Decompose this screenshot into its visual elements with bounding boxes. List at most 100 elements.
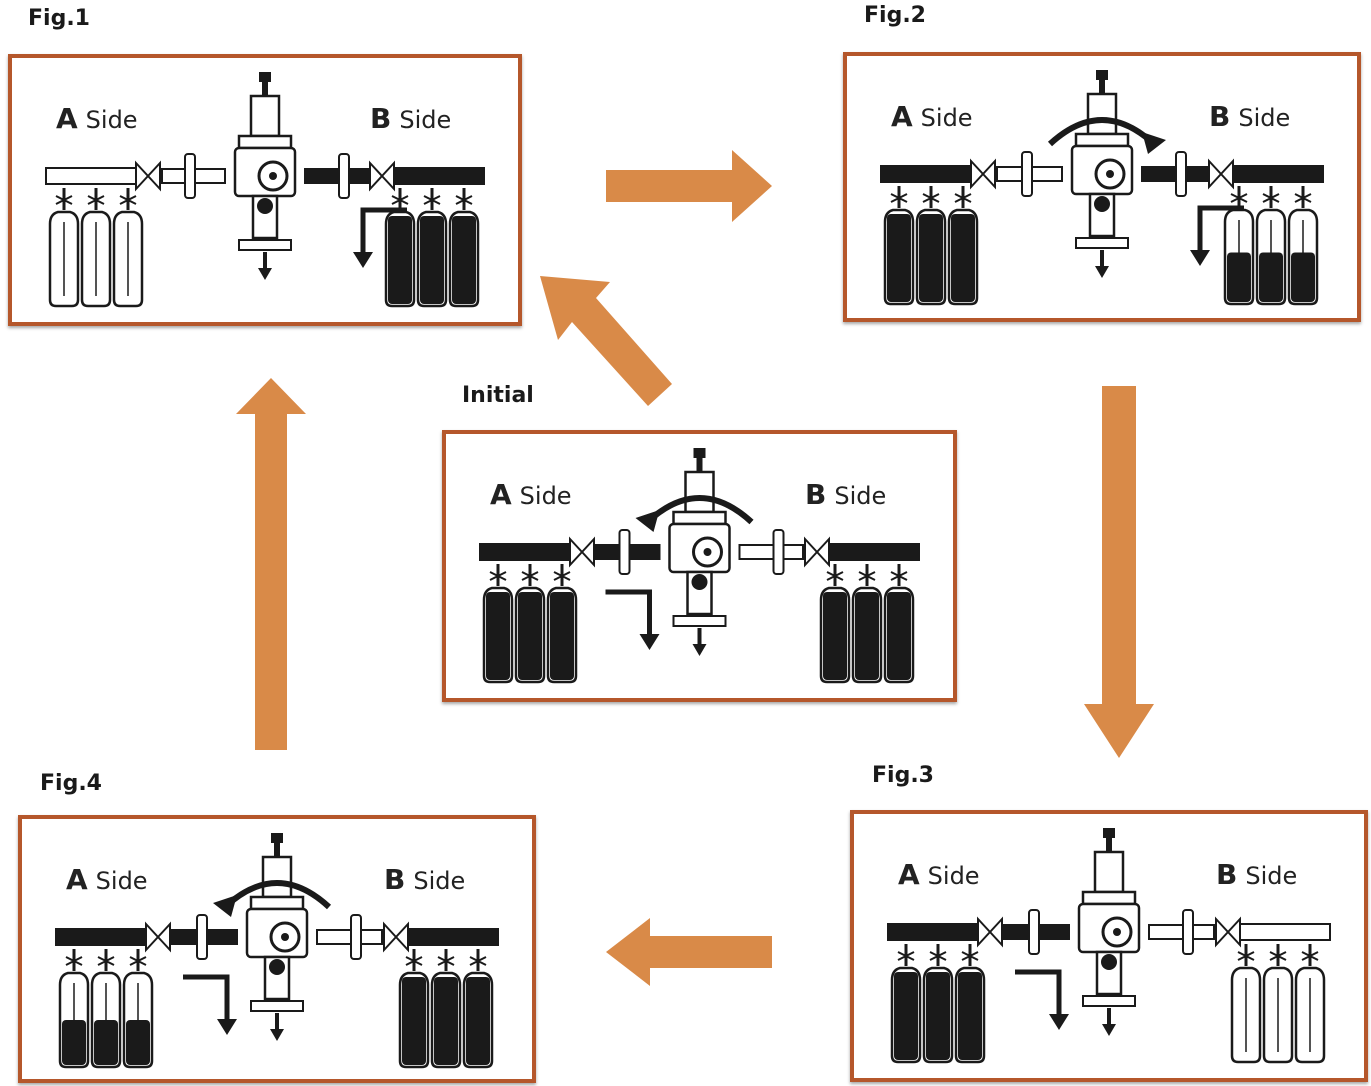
cylinder-a-3	[122, 949, 154, 1069]
flow-path	[1015, 969, 1062, 1018]
flange-b	[338, 153, 350, 199]
regulator-collar	[1074, 132, 1130, 148]
manifold-b-header	[1239, 923, 1331, 941]
manifold-b-header	[407, 928, 499, 946]
manifold-b-header	[1232, 165, 1324, 183]
cylinder-valve	[897, 951, 915, 961]
pipe-b-side	[1148, 924, 1215, 940]
outlet-flange	[1082, 995, 1136, 1007]
regulator-knob	[259, 72, 271, 82]
regulator-collar	[672, 510, 727, 526]
cylinder-valve	[469, 956, 487, 966]
regulator-spindle	[274, 843, 280, 857]
flange-a	[184, 153, 196, 199]
cylinder-valve	[521, 571, 539, 581]
regulator-spindle	[696, 458, 703, 472]
outlet-arrow-head	[258, 268, 272, 280]
arrow-fig3-to-fig4	[606, 918, 772, 986]
cylinder-a-2	[90, 949, 122, 1069]
arrow-fig4-to-fig1	[236, 378, 306, 750]
flow-direction-icon	[1190, 205, 1244, 266]
regulator-knob	[1096, 70, 1108, 80]
cylinder-b-3	[1287, 186, 1319, 306]
cylinder-gas-level	[518, 592, 542, 680]
cylinder-a-1	[883, 186, 915, 306]
cylinder-a-3	[112, 188, 144, 308]
fig1-label: Fig.1	[28, 6, 90, 31]
cylinder-b-2	[851, 564, 883, 684]
regulator-knob	[1103, 828, 1115, 838]
cylinder-b-3	[883, 564, 915, 684]
outlet-arrow-head	[1102, 1024, 1116, 1036]
cylinder-valve	[119, 195, 137, 205]
regulator-collar	[1081, 890, 1137, 906]
flow-direction-icon	[183, 974, 237, 1035]
cylinder-gas-level	[887, 214, 911, 302]
changeover-regulator	[1070, 70, 1134, 249]
regulator-collar	[237, 134, 293, 150]
cylinder-a-1	[58, 949, 90, 1069]
cylinder-valve	[929, 951, 947, 961]
cylinder-valve	[1237, 951, 1255, 961]
pipe-b-side	[738, 544, 804, 560]
cylinder-valve	[65, 956, 83, 966]
cylinder-b-2	[430, 949, 462, 1069]
flow-head	[1190, 250, 1210, 266]
cylinder-valve	[890, 571, 908, 581]
arrow-initial-to-fig1	[540, 276, 672, 406]
outlet-port	[691, 574, 708, 590]
cylinder-valve	[961, 951, 979, 961]
outlet-port	[1094, 196, 1110, 212]
cylinder-a-2	[80, 188, 112, 308]
valve-a-icon	[145, 921, 171, 953]
flow-direction-icon	[353, 207, 407, 268]
cylinder-valve	[858, 571, 876, 581]
changeover-regulator	[245, 833, 309, 1012]
cylinder-b-1	[1223, 186, 1255, 306]
cylinder-valve	[97, 956, 115, 966]
regulator-bonnet	[1093, 850, 1125, 894]
gauge-center	[1113, 928, 1121, 936]
flow-path	[183, 974, 230, 1023]
flow-head	[1049, 1014, 1069, 1030]
flow-path	[605, 589, 652, 638]
cylinder-valve	[129, 956, 147, 966]
fig3-label: Fig.3	[872, 763, 934, 788]
cylinder-gas-level	[434, 977, 458, 1065]
manifold-a-header	[880, 165, 972, 183]
rotate-clockwise-icon	[1047, 117, 1166, 154]
rotation-head	[635, 510, 660, 532]
flange-a	[196, 914, 208, 960]
pipe-b-side	[1141, 166, 1208, 182]
gauge-center	[703, 548, 712, 556]
valve-b-icon	[804, 536, 830, 568]
cylinder-valve	[489, 571, 507, 581]
cylinder-valve	[1230, 193, 1248, 203]
rotation-head	[213, 895, 237, 917]
rotation-arc	[222, 880, 332, 910]
flange-b	[1182, 909, 1194, 955]
changeover-regulator	[668, 448, 731, 627]
outlet-flange	[238, 239, 292, 251]
cylinder-b-1	[398, 949, 430, 1069]
cylinder-a-3	[954, 944, 986, 1064]
cylinder-a-2	[922, 944, 954, 1064]
manifold-b-header	[828, 543, 920, 561]
cylinder-gas-level	[402, 977, 426, 1065]
initial-label: Initial	[462, 383, 534, 408]
gauge-center	[281, 933, 289, 941]
pipe-b-side	[304, 168, 369, 184]
flow-head	[217, 1019, 237, 1035]
pipe-b-side	[316, 929, 383, 945]
outlet-port	[1101, 954, 1117, 970]
cylinder-valve	[455, 195, 473, 205]
cylinder-b-1	[384, 188, 416, 308]
